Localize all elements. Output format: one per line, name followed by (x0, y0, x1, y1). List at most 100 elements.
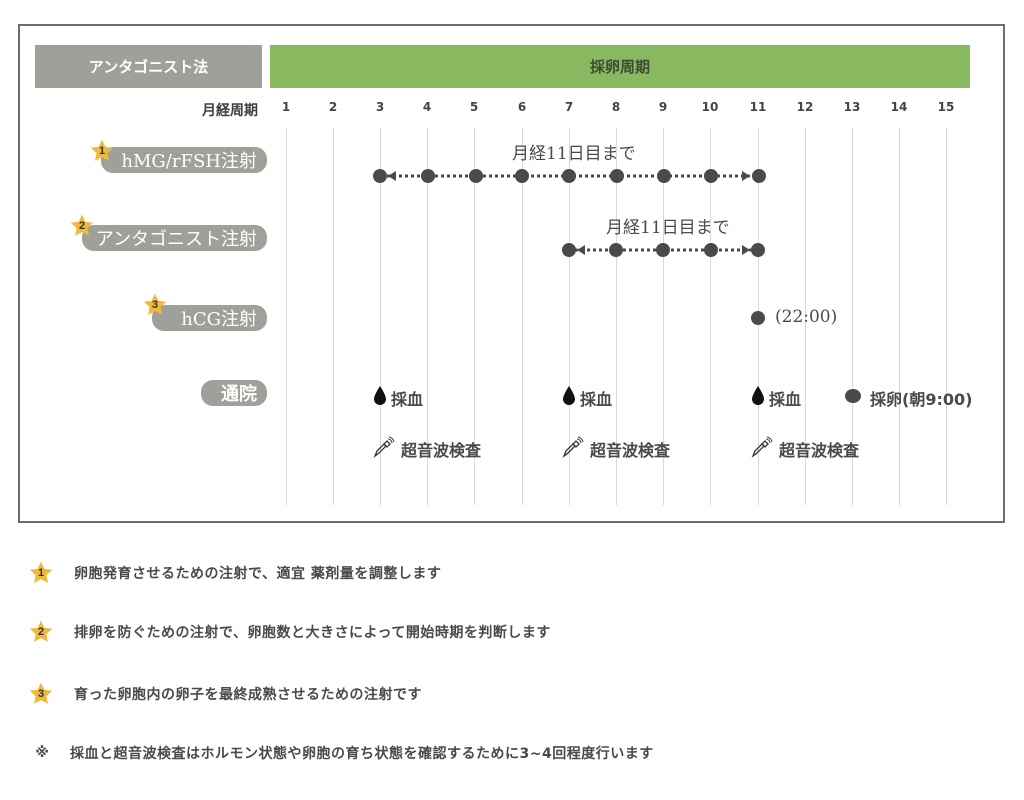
injection-dot (515, 169, 529, 183)
injection-dot (704, 169, 718, 183)
note-1: 1 卵胞発育させるための注射で、適宜 薬剤量を調整します (28, 560, 441, 586)
injection-dot (562, 243, 576, 257)
gridline (946, 128, 947, 505)
day-tick: 6 (517, 100, 527, 114)
day-tick: 7 (564, 100, 574, 114)
row-label-hmg: hMG/rFSH注射 (101, 147, 267, 173)
span-label-hmg: 月経11日目まで (512, 144, 636, 164)
row-label-text: 通院 (221, 384, 257, 405)
note-text: 採血と超音波検査はホルモン状態や卵胞の育ち状態を確認するために3~4回程度行いま… (70, 746, 654, 762)
blood-test-label: 採血 (391, 390, 424, 409)
star-number: 1 (98, 145, 106, 157)
injection-dot (562, 169, 576, 183)
arrow-right-icon (742, 245, 750, 255)
gridline (286, 128, 287, 505)
retrieval-label: 採卵(朝9:00) (870, 390, 973, 409)
injection-dot (751, 243, 765, 257)
day-tick: 2 (328, 100, 338, 114)
star-number: 1 (37, 567, 45, 579)
gridline (852, 128, 853, 505)
star-badge-1-icon: 1 (28, 560, 54, 586)
cycle-label: 採卵周期 (589, 58, 650, 76)
injection-dot (656, 243, 670, 257)
star-number: 3 (37, 688, 45, 700)
blood-test-label: 採血 (580, 390, 613, 409)
injection-dot (657, 169, 671, 183)
gridline (380, 128, 381, 505)
star-badge-2-icon: 2 (69, 213, 95, 239)
method-header: アンタゴニスト法 (35, 45, 262, 88)
gridline (805, 128, 806, 505)
gridline (474, 128, 475, 505)
blood-drop-icon (752, 386, 764, 405)
star-number: 2 (37, 626, 45, 638)
day-tick: 15 (937, 100, 955, 114)
axis-label: 月経周期 (202, 103, 258, 119)
ultrasound-probe-icon (751, 436, 773, 458)
injection-dot (373, 169, 387, 183)
star-badge-3-icon: 3 (28, 681, 54, 707)
ultrasound-probe-icon (373, 436, 395, 458)
hcg-dot (751, 311, 765, 325)
hcg-time-label: (22:00) (775, 307, 838, 327)
injection-dot (421, 169, 435, 183)
reference-mark: ※ (35, 745, 49, 761)
method-label: アンタゴニスト法 (88, 58, 209, 76)
note-2: 2 排卵を防ぐための注射で、卵胞数と大きさによって開始時期を判断します (28, 619, 551, 645)
injection-dot (469, 169, 483, 183)
ultrasound-label: 超音波検査 (590, 441, 671, 460)
gridline (710, 128, 711, 505)
injection-dot (752, 169, 766, 183)
gridline (522, 128, 523, 505)
star-badge-3-icon: 3 (142, 292, 168, 318)
star-number: 2 (78, 220, 86, 232)
note-text: 排卵を防ぐための注射で、卵胞数と大きさによって開始時期を判断します (74, 625, 551, 641)
row-label-text: hCG注射 (181, 309, 257, 330)
row-label-visit: 通院 (201, 380, 267, 406)
day-tick: 5 (469, 100, 479, 114)
retrieval-dot (845, 389, 861, 403)
day-tick: 13 (843, 100, 861, 114)
cycle-header: 採卵周期 (270, 45, 970, 88)
ultrasound-label: 超音波検査 (401, 441, 482, 460)
gridline (616, 128, 617, 505)
blood-test-label: 採血 (769, 390, 802, 409)
gridline (333, 128, 334, 505)
arrow-left-icon (577, 245, 585, 255)
row-label-text: hMG/rFSH注射 (121, 151, 257, 172)
day-tick: 4 (422, 100, 432, 114)
gridline (569, 128, 570, 505)
arrow-right-icon (742, 171, 750, 181)
ultrasound-label: 超音波検査 (779, 441, 860, 460)
schedule-frame (18, 24, 1005, 523)
day-tick: 8 (611, 100, 621, 114)
gridline (663, 128, 664, 505)
gridline (899, 128, 900, 505)
note-text: 育った卵胞内の卵子を最終成熟させるための注射です (74, 687, 422, 703)
day-tick: 1 (281, 100, 291, 114)
note-remark: ※ 採血と超音波検査はホルモン状態や卵胞の育ち状態を確認するために3~4回程度行… (30, 743, 654, 763)
day-tick: 12 (796, 100, 814, 114)
arrow-left-icon (388, 171, 396, 181)
row-label-hcg: hCG注射 (152, 305, 267, 331)
gridline (427, 128, 428, 505)
ultrasound-probe-icon (562, 436, 584, 458)
star-badge-1-icon: 1 (89, 138, 115, 164)
row-label-antagonist: アンタゴニスト注射 (82, 225, 267, 251)
day-tick: 11 (749, 100, 767, 114)
star-badge-2-icon: 2 (28, 619, 54, 645)
injection-dot (609, 243, 623, 257)
note-3: 3 育った卵胞内の卵子を最終成熟させるための注射です (28, 681, 422, 707)
injection-dot (704, 243, 718, 257)
day-tick: 3 (375, 100, 385, 114)
day-tick: 14 (890, 100, 908, 114)
row-label-text: アンタゴニスト注射 (95, 229, 257, 250)
star-number: 3 (151, 299, 159, 311)
note-text: 卵胞発育させるための注射で、適宜 薬剤量を調整します (74, 566, 442, 582)
blood-drop-icon (374, 386, 386, 405)
blood-drop-icon (563, 386, 575, 405)
span-label-antagonist: 月経11日目まで (606, 218, 730, 238)
day-tick: 9 (658, 100, 668, 114)
day-tick: 10 (701, 100, 719, 114)
injection-dot (610, 169, 624, 183)
